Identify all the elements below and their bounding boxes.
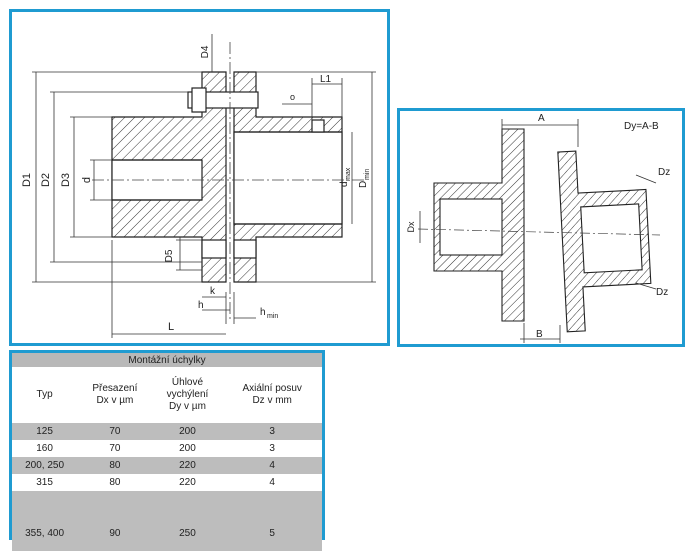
- label-dmin-sub: min: [364, 169, 371, 180]
- label-dmax: d: [339, 181, 350, 187]
- label-dx: Dx: [406, 221, 416, 232]
- label-a: A: [538, 113, 545, 124]
- bolt-bottom: [201, 239, 227, 259]
- label-dz-top: Dz: [658, 167, 670, 178]
- label-o: o: [290, 92, 295, 102]
- table-caption: Montážní úchylky: [12, 353, 322, 367]
- header-typ: Typ: [36, 389, 53, 400]
- label-l1: L1: [320, 74, 332, 85]
- right-bore: [233, 131, 343, 225]
- label-dz-bottom: Dz: [656, 287, 668, 298]
- misalignment-drawing: A Dy=A-B Dz Dx Dz B: [406, 113, 670, 343]
- label-d1: D1: [21, 173, 33, 187]
- label-hmin-sub: min: [267, 313, 278, 320]
- label-h: h: [198, 300, 204, 311]
- coupling-drawing: D4 L1 o D1 D2 D3 d d max D min D5 k h h …: [21, 34, 376, 338]
- label-b: B: [536, 329, 543, 340]
- table-spacer-row: [12, 491, 322, 515]
- label-formula: Dy=A-B: [624, 121, 659, 132]
- coupling-section-diagram: D4 L1 o D1 D2 D3 d d max D min D5 k h h …: [9, 9, 390, 346]
- label-l: L: [168, 321, 174, 333]
- label-hmin: h: [260, 307, 266, 318]
- label-d: d: [81, 177, 93, 183]
- label-d5: D5: [164, 249, 175, 262]
- label-dmin: D: [358, 181, 369, 188]
- label-k: k: [210, 286, 216, 297]
- misalignment-diagram: A Dy=A-B Dz Dx Dz B: [397, 108, 685, 347]
- label-d2: D2: [40, 173, 52, 187]
- label-d4: D4: [200, 45, 211, 58]
- label-dmax-sub: max: [345, 167, 352, 181]
- label-d3: D3: [60, 173, 72, 187]
